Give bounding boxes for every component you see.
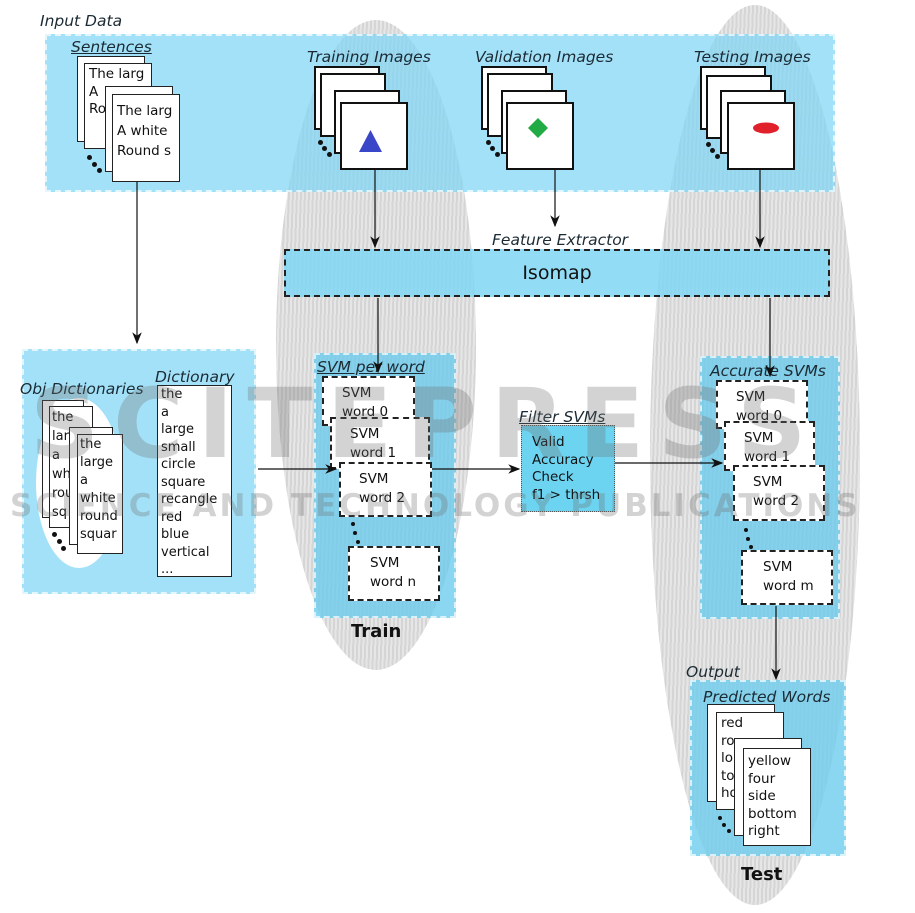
accurate-svm-word-0: SVM word 0 (716, 380, 808, 429)
ellipsis-dot (495, 152, 500, 157)
output-label: Output (686, 663, 740, 681)
ellipsis-dot (749, 545, 753, 549)
ellipsis-dot (61, 546, 66, 551)
ellipsis-dot (490, 146, 495, 151)
ellipsis-dot (718, 816, 722, 820)
input-data-label: Input Data (40, 12, 123, 30)
ellipsis-dot (722, 823, 726, 827)
testing-image-card-front (727, 102, 795, 170)
sentence-card-front: The larg A white Round s (112, 94, 180, 182)
test-label: Test (741, 864, 783, 885)
ellipsis-dot (715, 154, 720, 159)
predicted-card-front: yellow four side bottom right (743, 748, 811, 846)
svm-per-word-title: SVM per word (317, 358, 425, 376)
train-label: Train (351, 621, 402, 642)
ellipsis-dot (353, 531, 357, 535)
svm-word-1: SVM word 1 (330, 417, 430, 469)
dictionary-card: the a large small circle square recangle… (157, 385, 232, 577)
svm-word-2: SVM word 2 (339, 462, 432, 517)
dictionary-title: Dictionary (155, 368, 235, 386)
ellipsis-dot (727, 829, 731, 833)
ellipsis-dot (746, 537, 750, 541)
obj-dict-card-front: the large a white round squar (77, 434, 123, 554)
isomap-box: Isomap (284, 249, 830, 297)
ellipsis-dot (87, 155, 92, 160)
ellipsis-dot (351, 522, 355, 526)
ellipsis-dot (57, 539, 62, 544)
predicted-words-title: Predicted Words (703, 688, 831, 706)
validation-image-card-front (506, 102, 574, 170)
filter-svms-box: Valid Accuracy Check f1 > thrsh (521, 425, 615, 512)
filter-svms-title: Filter SVMs (519, 408, 606, 426)
obj-dictionaries-title: Obj Dictionaries (20, 380, 144, 398)
ellipsis-dot (97, 168, 102, 173)
ellipsis-dot (92, 162, 97, 167)
isomap-label: Isomap (522, 262, 592, 284)
ellipsis-dot (318, 140, 323, 145)
ellipsis-dot (710, 148, 715, 153)
ellipse-shape-icon (753, 122, 779, 134)
svm-word-n: SVM word n (348, 546, 440, 601)
diamond-shape-icon (528, 118, 548, 138)
triangle-shape-icon (359, 130, 382, 152)
testing-images-title: Testing Images (694, 48, 811, 66)
training-image-card-front (340, 102, 408, 170)
ellipsis-dot (327, 152, 332, 157)
feature-extractor-title: Feature Extractor (492, 231, 629, 249)
sentences-title: Sentences (71, 38, 152, 56)
validation-images-title: Validation Images (475, 48, 614, 66)
ellipsis-dot (356, 540, 360, 544)
accurate-svm-word-m: SVM word m (741, 550, 833, 605)
training-images-title: Training Images (307, 48, 431, 66)
ellipsis-dot (486, 140, 491, 145)
ellipsis-dot (52, 532, 57, 537)
ellipsis-dot (322, 146, 327, 151)
ellipsis-dot (706, 142, 711, 147)
accurate-svm-word-2: SVM word 2 (733, 465, 825, 521)
ellipsis-dot (744, 528, 748, 532)
